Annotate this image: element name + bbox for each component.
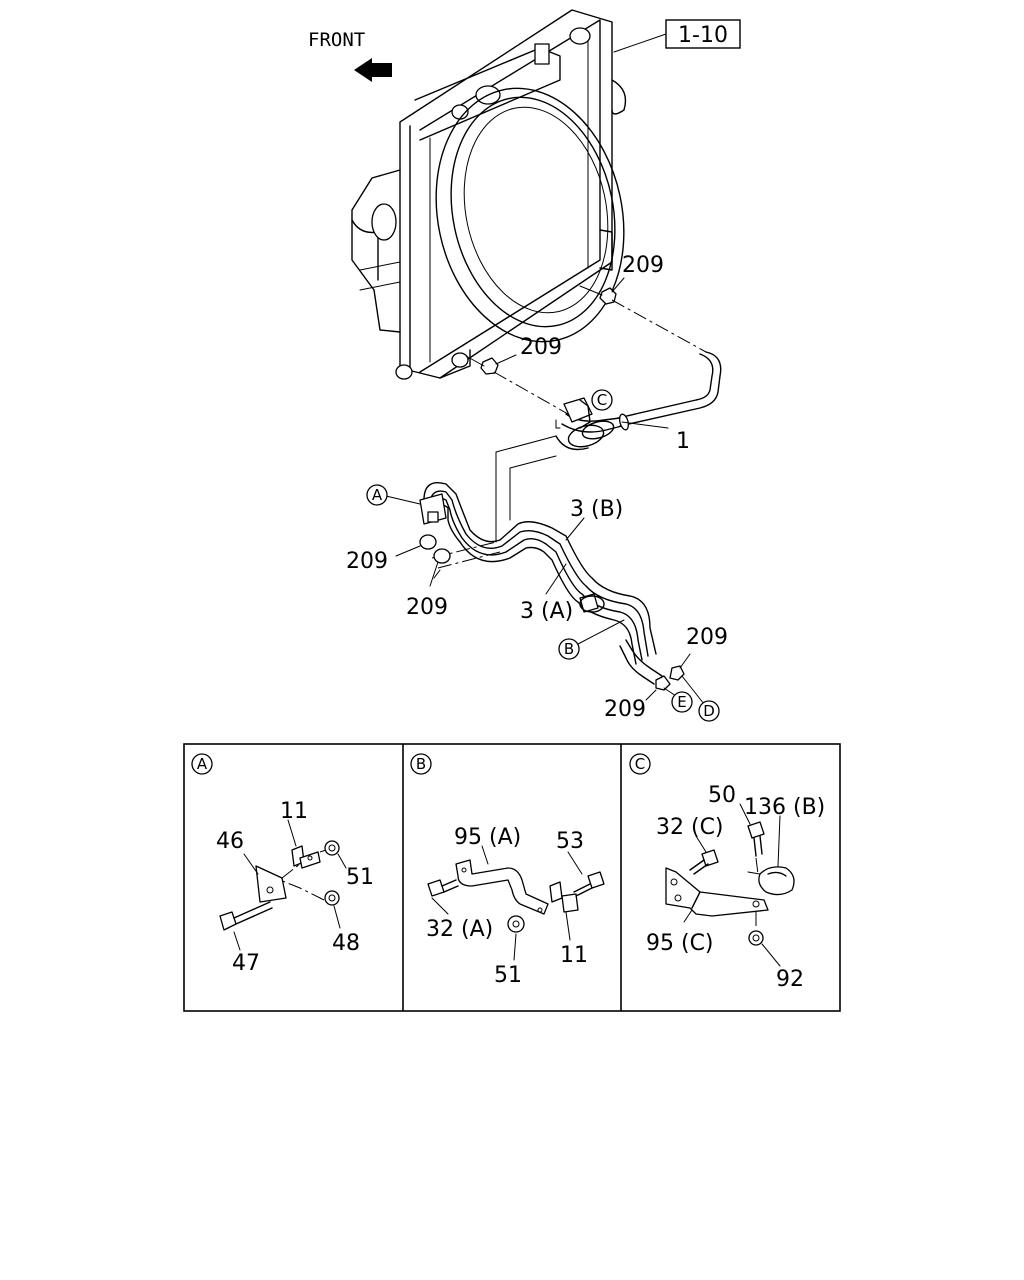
panel-a-marker[interactable]: A bbox=[191, 753, 213, 775]
callout-209-end-d: 209 bbox=[686, 625, 728, 650]
panel-c-label-50: 50 bbox=[708, 783, 736, 808]
detail-panel-a: A 11 46 51 47 48 bbox=[191, 753, 374, 976]
panel-c-label-92: 92 bbox=[776, 967, 804, 992]
panel-b-label-11: 11 bbox=[560, 943, 588, 968]
marker-c-label: C bbox=[597, 391, 607, 409]
marker-a[interactable]: A bbox=[366, 484, 388, 506]
panel-c-label-95c: 95 (C) bbox=[646, 931, 714, 956]
radiator-assembly-drawing bbox=[351, 9, 627, 380]
panel-b-label-51: 51 bbox=[494, 963, 522, 988]
panel-c-label-136b: 136 (B) bbox=[744, 795, 825, 820]
panel-a-label-51: 51 bbox=[346, 865, 374, 890]
panel-a-label-11: 11 bbox=[280, 799, 308, 824]
callout-209-clamp-a-upper: 209 bbox=[346, 549, 388, 574]
fitting-209-end-d[interactable] bbox=[669, 653, 691, 681]
panel-b-marker-label: B bbox=[416, 755, 426, 773]
marker-c[interactable]: C bbox=[591, 389, 613, 411]
front-direction-indicator: FRONT bbox=[308, 29, 392, 82]
pipes-3a-3b[interactable] bbox=[419, 419, 663, 685]
fitting-209-end-e[interactable] bbox=[645, 675, 671, 701]
callout-pipe-3b: 3 (B) bbox=[570, 497, 623, 522]
marker-b[interactable]: B bbox=[558, 638, 580, 660]
front-arrow-icon bbox=[354, 58, 392, 82]
panel-a-marker-label: A bbox=[197, 755, 208, 773]
callout-209-top: 209 bbox=[622, 253, 664, 278]
callout-209-clamp-a-lower: 209 bbox=[406, 595, 448, 620]
fitting-209-clamp-a-lower[interactable] bbox=[429, 548, 451, 587]
panel-a-label-46: 46 bbox=[216, 829, 244, 854]
panel-b-label-53: 53 bbox=[556, 829, 584, 854]
marker-a-label: A bbox=[372, 486, 383, 504]
panel-b-label-95a: 95 (A) bbox=[454, 825, 521, 850]
callout-209-mid: 209 bbox=[520, 335, 562, 360]
fitting-209-mid[interactable] bbox=[480, 354, 517, 375]
front-label: FRONT bbox=[308, 29, 365, 51]
panel-a-label-48: 48 bbox=[332, 931, 360, 956]
reference-box-label: 1-10 bbox=[678, 23, 728, 48]
panel-c-marker-label: C bbox=[635, 755, 645, 773]
panel-a-label-47: 47 bbox=[232, 951, 260, 976]
panel-b-marker[interactable]: B bbox=[410, 753, 432, 775]
detail-panel-b: B 95 (A) 53 32 (A) 51 11 bbox=[410, 753, 605, 988]
marker-b-label: B bbox=[564, 640, 574, 658]
panel-b-label-32a: 32 (A) bbox=[426, 917, 493, 942]
marker-e-label: E bbox=[677, 693, 686, 711]
detail-panel-c: C 50 136 (B) 32 (C) 95 (C) 92 bbox=[629, 753, 825, 992]
panel-c-marker[interactable]: C bbox=[629, 753, 651, 775]
detail-panels-frame bbox=[183, 743, 841, 1012]
marker-d[interactable]: D bbox=[698, 700, 720, 722]
reference-box[interactable]: 1-10 bbox=[613, 19, 741, 53]
marker-e[interactable]: E bbox=[671, 691, 693, 713]
hose-1[interactable] bbox=[555, 351, 722, 451]
callout-hose-1: 1 bbox=[676, 429, 690, 454]
panel-c-label-32c: 32 (C) bbox=[656, 815, 724, 840]
callout-pipe-3a: 3 (A) bbox=[520, 599, 573, 624]
marker-d-label: D bbox=[703, 702, 715, 720]
fitting-209-clamp-a-upper[interactable] bbox=[395, 534, 437, 557]
callout-209-end-e: 209 bbox=[604, 697, 646, 722]
